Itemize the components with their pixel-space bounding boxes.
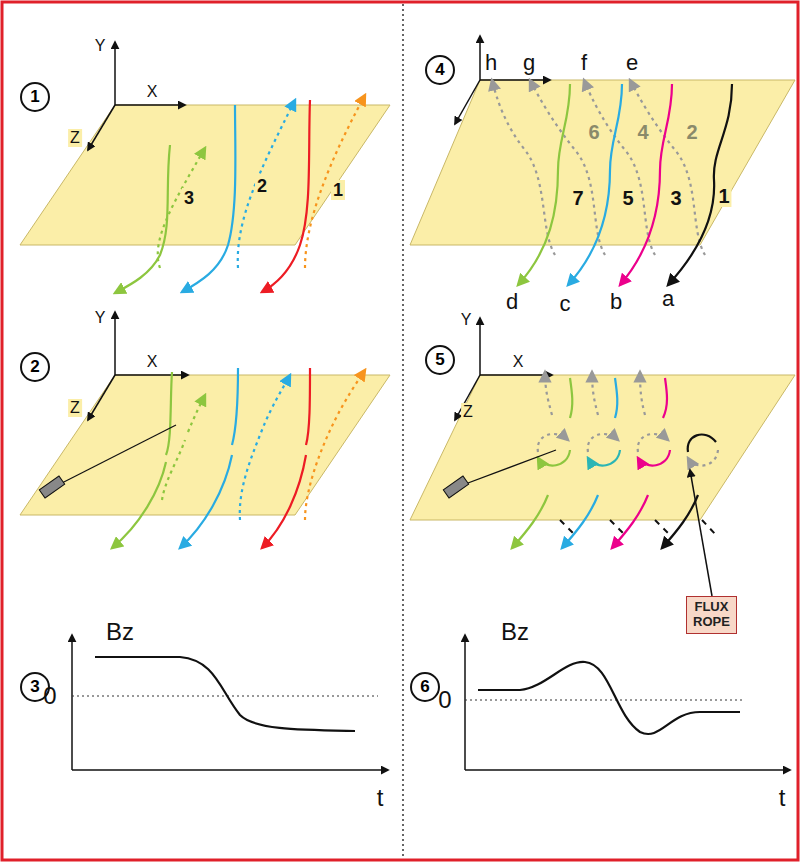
diagram-label: e bbox=[626, 52, 638, 74]
panel-number: 4 bbox=[435, 60, 444, 80]
diagram-label: Bz bbox=[501, 620, 529, 644]
diagram-label: Y bbox=[461, 312, 472, 328]
diagram-label: X bbox=[147, 354, 158, 370]
diagram-label: 2 bbox=[684, 121, 699, 143]
diagram-label: h bbox=[485, 52, 497, 74]
diagram-label: 1 bbox=[331, 180, 345, 200]
callout-text: FLUX ROPE bbox=[693, 600, 730, 630]
diagram-label: 2 bbox=[255, 176, 269, 196]
diagram-label: 0 bbox=[43, 684, 56, 708]
diagram-label: 5 bbox=[620, 187, 635, 209]
diagram-label: d bbox=[506, 291, 518, 313]
panel-number: 2 bbox=[30, 357, 39, 377]
panel-number: 1 bbox=[30, 87, 39, 107]
panel-number-circle: 1 bbox=[20, 82, 50, 112]
diagram-label: 7 bbox=[570, 187, 585, 209]
panel-number: 5 bbox=[435, 350, 444, 370]
panel-number-circle: 5 bbox=[425, 345, 455, 375]
diagram-label: a bbox=[662, 288, 674, 310]
diagram-label: 1 bbox=[716, 185, 731, 207]
diagram-label: t bbox=[377, 786, 384, 810]
diagram-label: Y bbox=[95, 38, 106, 54]
diagram-label: 4 bbox=[635, 121, 650, 143]
diagram-label: 6 bbox=[586, 121, 601, 143]
diagram-label: X bbox=[513, 354, 524, 370]
diagram-label: Z bbox=[68, 129, 82, 147]
diagram-label: Y bbox=[95, 310, 106, 326]
diagram-label: f bbox=[581, 52, 587, 74]
diagram-label: g bbox=[523, 52, 535, 74]
diagram-label: t bbox=[779, 786, 786, 810]
diagram-label: Z bbox=[461, 403, 475, 421]
diagram-label: b bbox=[610, 291, 622, 313]
callout-box: FLUX ROPE bbox=[686, 596, 737, 634]
diagram-label: c bbox=[560, 293, 571, 315]
diagram-label: 0 bbox=[438, 688, 451, 712]
panel-number: 6 bbox=[420, 677, 429, 697]
diagram-label: 3 bbox=[182, 188, 196, 208]
panel-number-circle: 2 bbox=[20, 352, 50, 382]
panel-number: 3 bbox=[30, 677, 39, 697]
diagram-label: Z bbox=[68, 399, 82, 417]
diagram-label: X bbox=[147, 84, 158, 100]
panel-number-circle: 4 bbox=[425, 55, 455, 85]
panel-number-circle: 6 bbox=[410, 672, 440, 702]
diagram-label: 3 bbox=[668, 187, 683, 209]
diagram-label: Bz bbox=[106, 620, 134, 644]
